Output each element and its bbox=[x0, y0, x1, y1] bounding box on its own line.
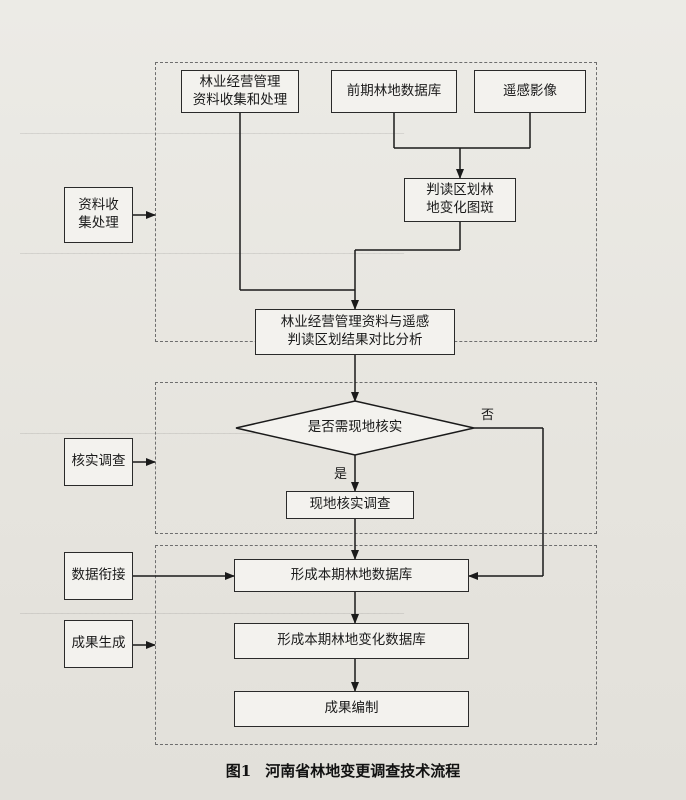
edge-label-no: 否 bbox=[481, 408, 495, 423]
node-verify: 现地核实调查 bbox=[286, 491, 414, 519]
bleed-through-text: ________________________________________… bbox=[20, 120, 404, 134]
node-verify-side: 核实调查 bbox=[64, 438, 133, 486]
node-compile: 成果编制 bbox=[234, 691, 469, 727]
decision-diamond bbox=[235, 400, 475, 456]
node-change-db: 形成本期林地变化数据库 bbox=[234, 623, 469, 659]
node-compare: 林业经营管理资料与遥感 判读区划结果对比分析 bbox=[255, 309, 455, 355]
node-forest-mgmt: 林业经营管理 资料收集和处理 bbox=[181, 70, 299, 113]
bleed-through-text: ________________________________________… bbox=[20, 600, 404, 614]
node-prev-db: 前期林地数据库 bbox=[331, 70, 457, 113]
node-form-db: 形成本期林地数据库 bbox=[234, 559, 469, 592]
figure-caption: 图1 河南省林地变更调查技术流程 bbox=[0, 760, 686, 781]
bleed-through-text: ________________________________________… bbox=[20, 240, 404, 254]
node-results-side: 成果生成 bbox=[64, 620, 133, 668]
figure-title: 河南省林地变更调查技术流程 bbox=[265, 762, 461, 780]
edge-label-yes: 是 bbox=[334, 467, 348, 482]
node-interpret: 判读区划林 地变化图斑 bbox=[404, 178, 516, 222]
node-data-join: 数据衔接 bbox=[64, 552, 133, 600]
node-decision-label: 是否需现地核实 bbox=[307, 419, 403, 436]
node-remote-sensing: 遥感影像 bbox=[474, 70, 586, 113]
node-collect: 资料收 集处理 bbox=[64, 187, 133, 243]
figure-number: 图1 bbox=[225, 762, 252, 780]
